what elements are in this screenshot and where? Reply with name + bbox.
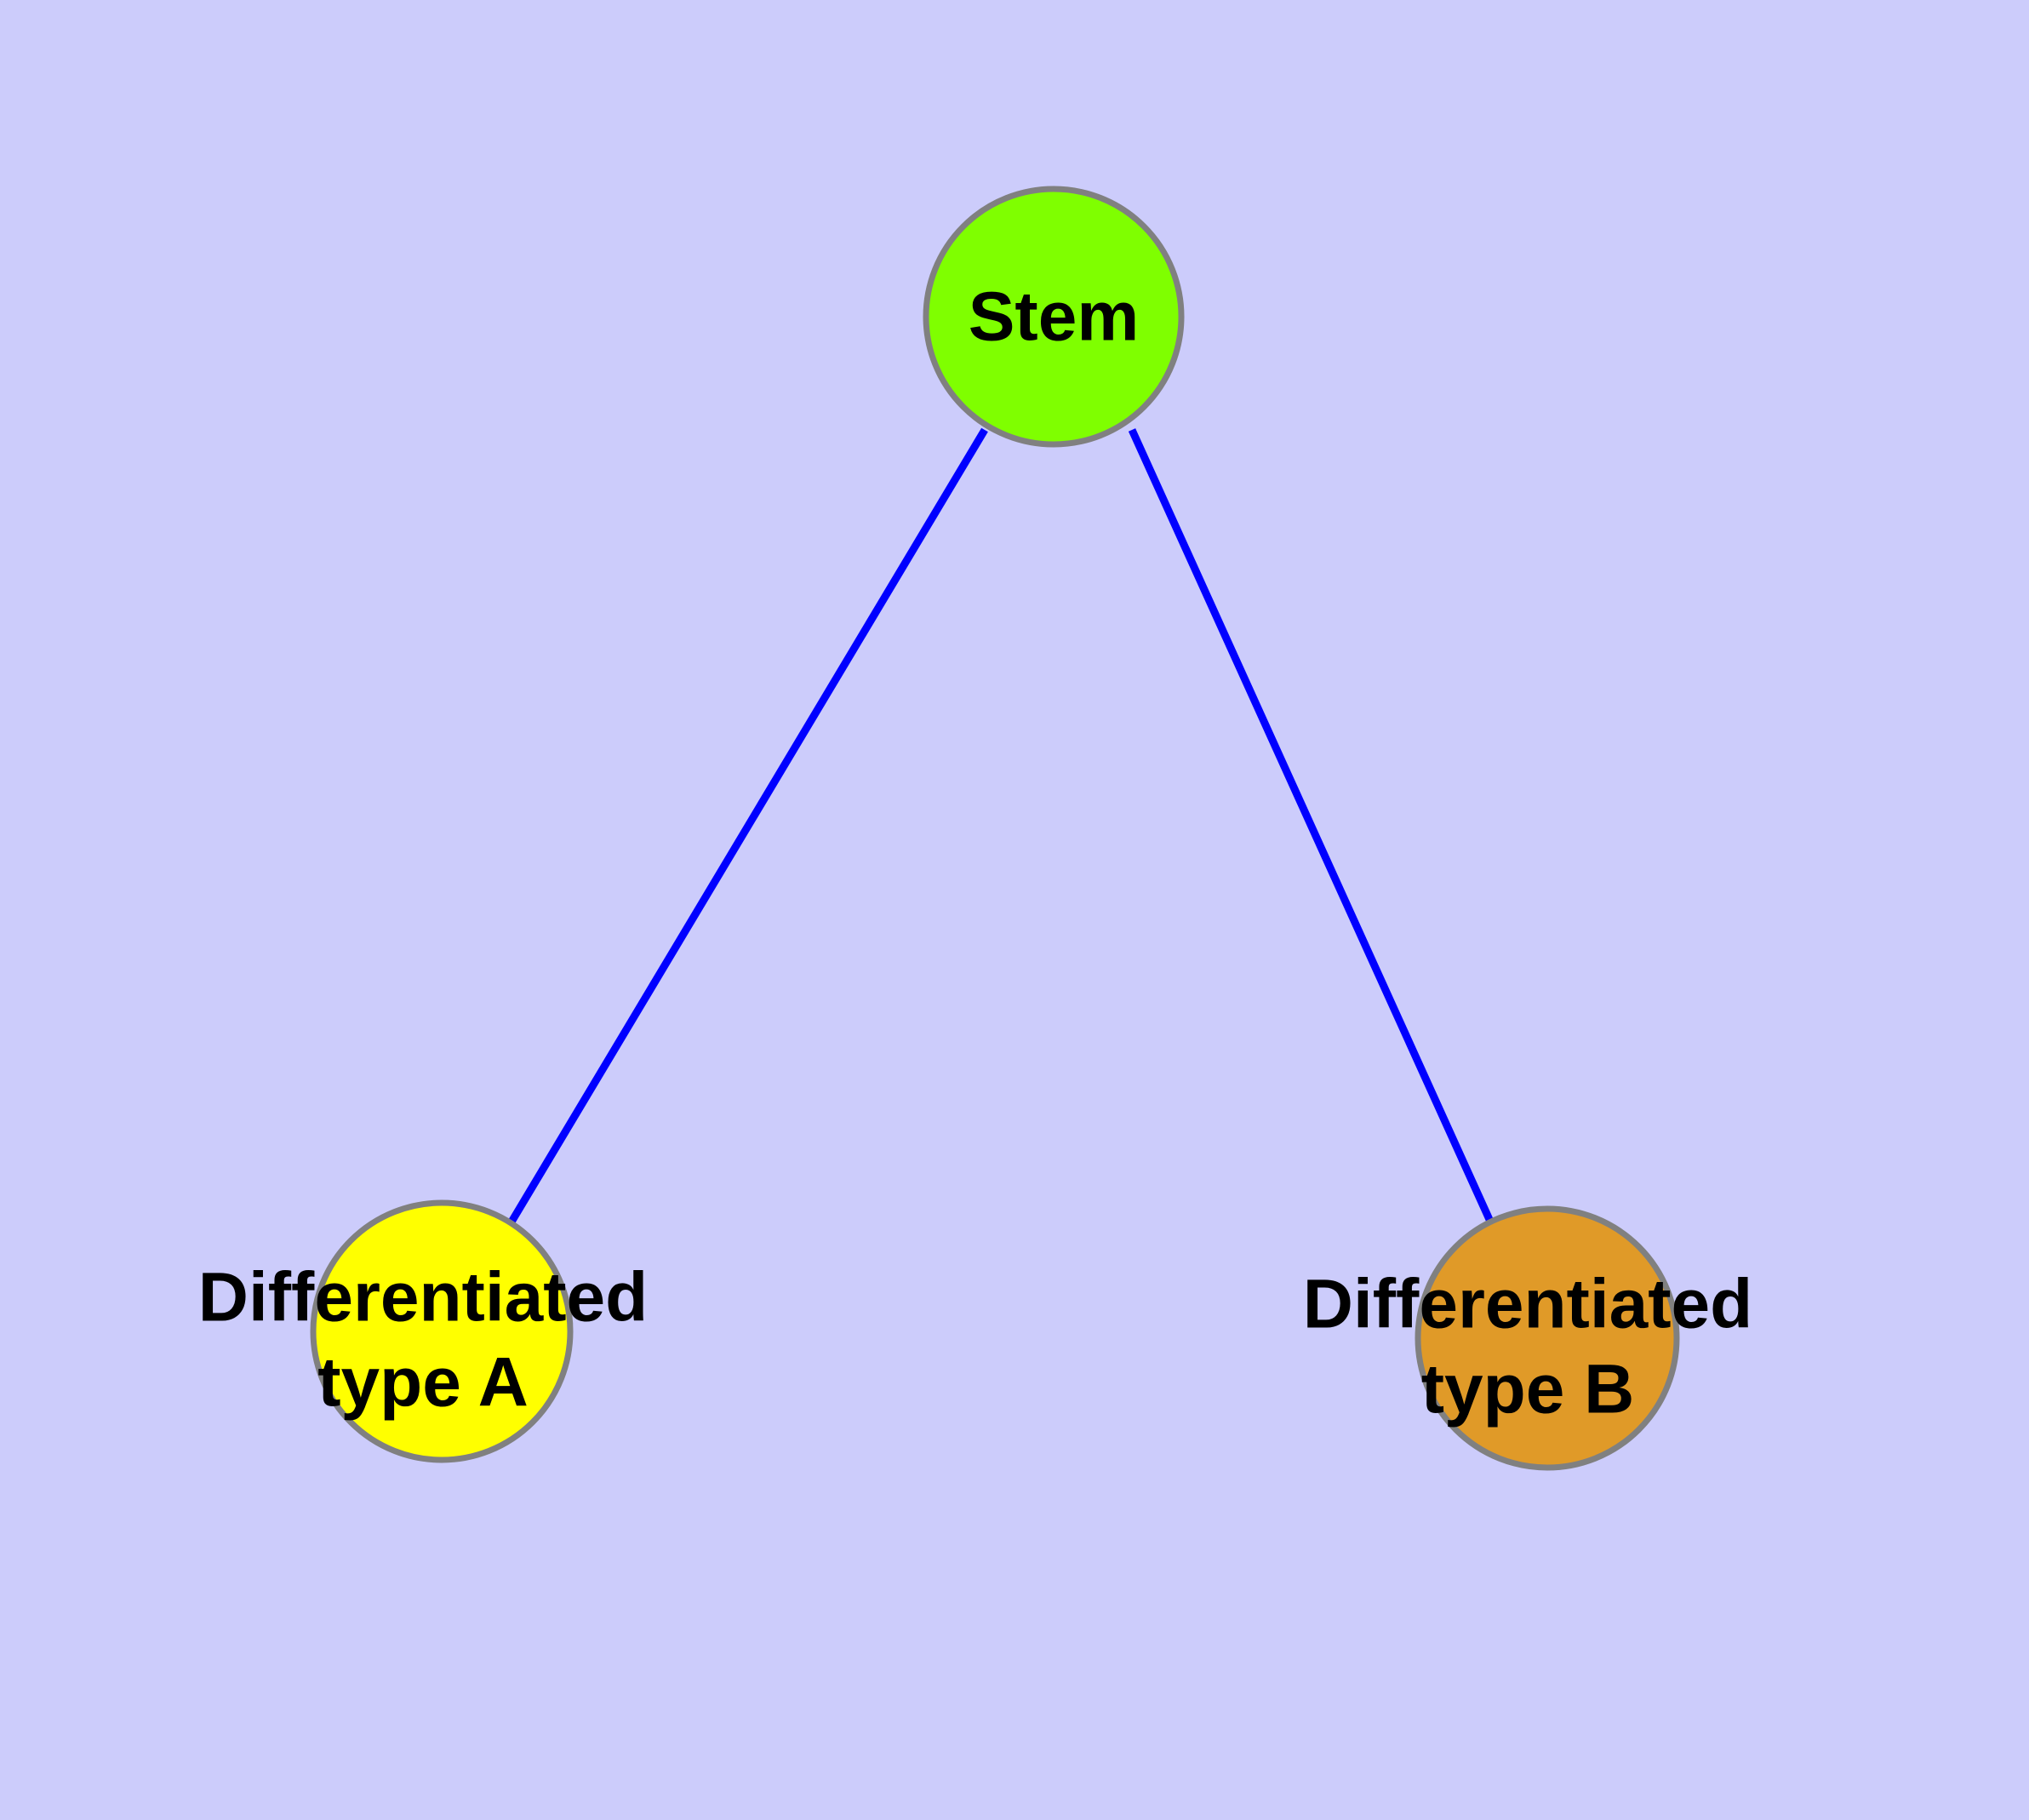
node-differentiated-type-b-label-line2: type B: [1421, 1351, 1635, 1428]
node-stem[interactable]: [923, 186, 1185, 448]
node-layer: [310, 186, 1680, 1471]
node-differentiated-type-a-label-line2: type A: [317, 1344, 529, 1422]
edge-stem-to-differentiated-type-b[interactable]: [1128, 428, 1495, 1225]
node-differentiated-type-b[interactable]: [1415, 1205, 1680, 1471]
node-differentiated-type-b-circle[interactable]: [1415, 1205, 1680, 1471]
node-differentiated-type-b-label-line1: Differentiated: [1303, 1266, 1753, 1343]
node-differentiated-type-a[interactable]: [310, 1199, 574, 1463]
edge-layer: [507, 427, 1495, 1226]
edge-stem-to-differentiated-type-a[interactable]: [507, 427, 988, 1226]
node-differentiated-type-a-label-line1: Differentiated: [198, 1259, 649, 1336]
label-layer: Stem Differentiated type A Differentiate…: [198, 278, 1753, 1428]
node-differentiated-type-a-circle[interactable]: [310, 1199, 574, 1463]
node-stem-circle[interactable]: [923, 186, 1185, 448]
node-stem-label: Stem: [969, 278, 1140, 356]
